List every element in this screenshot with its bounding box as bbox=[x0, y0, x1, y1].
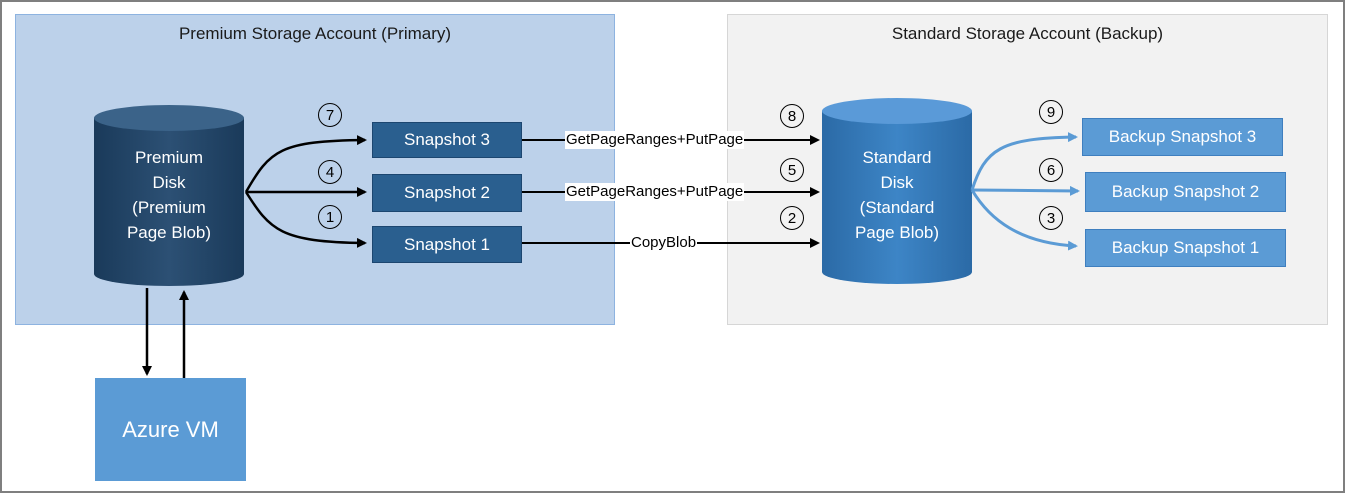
premium-disk-label-line: Page Blob) bbox=[126, 223, 212, 242]
step-9-marker: 9 bbox=[1039, 100, 1063, 124]
standard-account-title: Standard Storage Account (Backup) bbox=[891, 24, 1164, 43]
step-7-marker: 7 bbox=[318, 103, 342, 127]
backup-arrows bbox=[970, 132, 1080, 251]
backup-snapshot-1[interactable]: Backup Snapshot 1 bbox=[1085, 229, 1286, 267]
snapshot-1[interactable]: Snapshot 1 bbox=[372, 226, 522, 263]
snapshot-2[interactable]: Snapshot 2 bbox=[372, 174, 522, 212]
snapshot-arrows bbox=[244, 135, 367, 248]
standard-disk-label-line: Page Blob) bbox=[854, 223, 940, 242]
edge-label-snapshot-3: GetPageRanges+PutPage bbox=[565, 131, 745, 149]
step-3-marker: 3 bbox=[1039, 206, 1063, 230]
snapshot-3[interactable]: Snapshot 3 bbox=[372, 122, 522, 158]
step-6-marker: 6 bbox=[1039, 158, 1063, 182]
arrow-to-backup-1 bbox=[970, 189, 1078, 251]
backup-snapshot-3[interactable]: Backup Snapshot 3 bbox=[1082, 118, 1283, 156]
premium-account-title: Premium Storage Account (Primary) bbox=[178, 24, 452, 43]
standard-disk-label-line: Disk bbox=[880, 173, 914, 192]
premium-disk-label: Premium Disk (Premium Page Blob) bbox=[94, 145, 244, 245]
step-2-marker: 2 bbox=[780, 206, 804, 230]
premium-disk-label-line: Disk bbox=[152, 173, 186, 192]
step-1-marker: 1 bbox=[318, 205, 342, 229]
premium-disk-label-line: (Premium bbox=[132, 198, 206, 217]
edge-label-snapshot-2: GetPageRanges+PutPage bbox=[565, 183, 745, 201]
arrow-to-snapshot-3 bbox=[244, 135, 367, 193]
step-4-marker: 4 bbox=[318, 160, 342, 184]
arrow-to-snapshot-1 bbox=[244, 191, 367, 248]
standard-disk-cylinder bbox=[822, 98, 972, 284]
standard-disk-label-line: (Standard bbox=[859, 198, 935, 217]
premium-disk-label-line: Premium bbox=[134, 148, 203, 167]
standard-disk-label: Standard Disk (Standard Page Blob) bbox=[822, 145, 972, 245]
azure-vm[interactable]: Azure VM bbox=[95, 378, 246, 481]
arrow-to-backup-2 bbox=[971, 185, 1080, 196]
backup-snapshot-2[interactable]: Backup Snapshot 2 bbox=[1085, 172, 1286, 212]
premium-disk-cylinder bbox=[94, 105, 244, 286]
standard-disk-label-line: Standard bbox=[862, 148, 932, 167]
step-8-marker: 8 bbox=[780, 104, 804, 128]
arrow-to-backup-3 bbox=[970, 132, 1078, 191]
edge-label-snapshot-1: CopyBlob bbox=[630, 234, 698, 252]
vm-arrows bbox=[142, 288, 189, 378]
step-5-marker: 5 bbox=[780, 158, 804, 182]
